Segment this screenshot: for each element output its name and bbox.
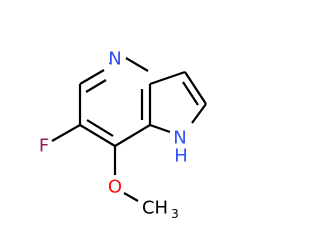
bond-c3-c2 bbox=[184, 71, 207, 105]
bond-n1-c7a bbox=[149, 123, 171, 134]
atom-n-pyridine: N bbox=[108, 49, 121, 70]
bond-c3-c2-inner bbox=[182, 81, 199, 106]
atom-oxygen: O bbox=[108, 177, 122, 198]
atom-methyl-subscript: 3 bbox=[171, 207, 179, 221]
bond-c7-c7a bbox=[114, 124, 151, 147]
bond-c4-n4 bbox=[109, 62, 112, 65]
atom-n-pyrrole: N bbox=[173, 128, 186, 149]
bonds bbox=[51, 57, 207, 202]
atom-fluorine: F bbox=[39, 136, 49, 157]
bond-c6-c7 bbox=[79, 124, 116, 147]
atom-methyl: CH bbox=[142, 198, 168, 219]
bond-o-ch3 bbox=[123, 192, 139, 202]
bond-c6-f bbox=[51, 124, 81, 142]
bond-c5-n4 bbox=[79, 69, 105, 85]
atom-n-pyrrole-h: H bbox=[174, 146, 188, 167]
atom-labels: N N H F O CH 3 bbox=[39, 49, 188, 222]
bond-c3a-c3 bbox=[149, 70, 186, 86]
bond-c5-n4-inner bbox=[85, 79, 107, 93]
bond-n4-c3a bbox=[125, 57, 149, 72]
bond-c2-n1 bbox=[191, 103, 207, 124]
bond-c6-c7-inner bbox=[86, 119, 114, 137]
molecule-structure: N N H F O CH 3 bbox=[39, 49, 207, 222]
structure-canvas: N N H F O CH 3 bbox=[38, 48, 207, 222]
